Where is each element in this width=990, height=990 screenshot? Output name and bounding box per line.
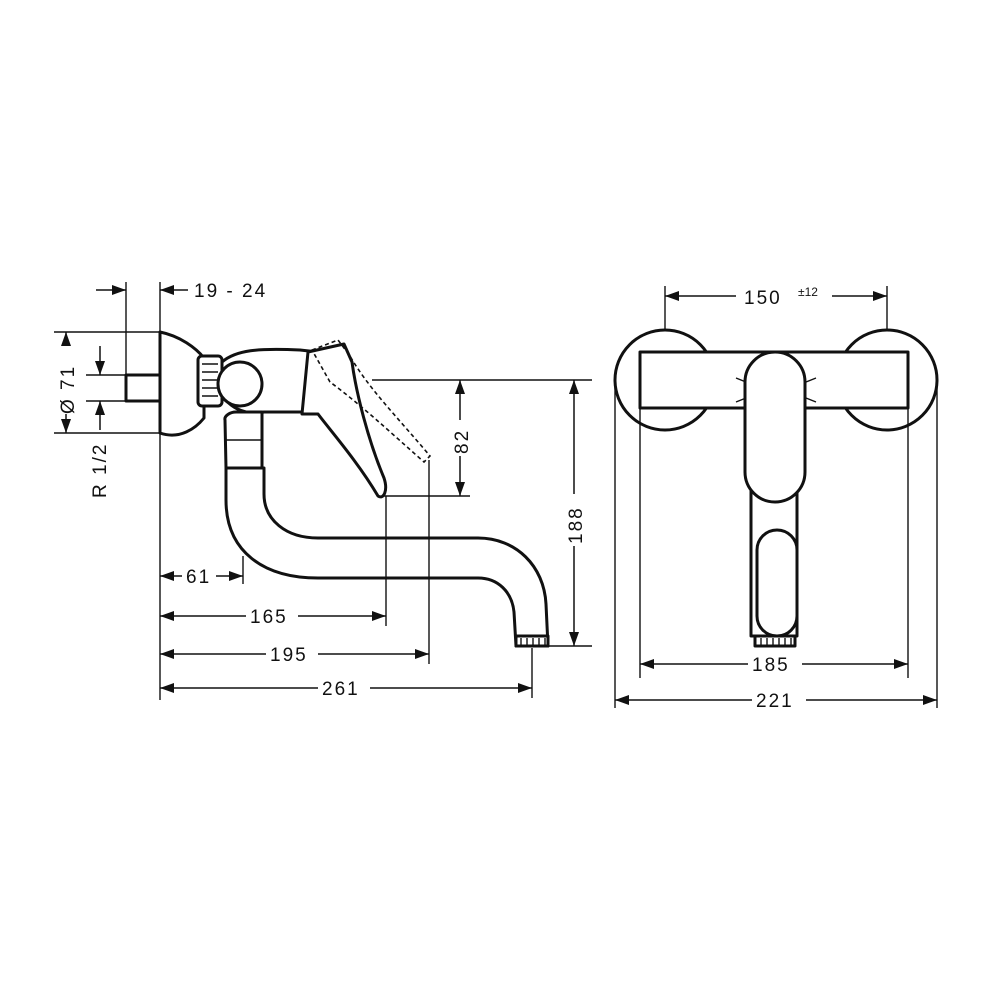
front-aerator-detail — [760, 638, 792, 646]
dim-arrow — [923, 695, 937, 705]
dim-arrow — [160, 611, 174, 621]
dim-rosette-span-text: 221 — [756, 691, 794, 712]
aerator — [514, 634, 550, 648]
dim-arrow — [61, 419, 71, 433]
dim-arrow — [160, 285, 174, 295]
front-view: 150 ±12 185 221 — [613, 282, 939, 712]
side-view: 19 - 24 Ø 71 R 1/2 82 188 61 — [54, 281, 592, 700]
lever-open-outline — [310, 339, 432, 464]
dim-arrow — [455, 380, 465, 394]
dim-wall-gap-text: 19 - 24 — [194, 281, 267, 302]
dim-arrow — [112, 285, 126, 295]
dim-arrow — [229, 571, 243, 581]
dim-arrow — [95, 361, 105, 375]
dim-arrow — [61, 332, 71, 346]
dim-arrow — [640, 659, 654, 669]
front-lever-hinge — [735, 377, 817, 403]
front-lever — [743, 350, 807, 504]
dim-arrow — [415, 649, 429, 659]
body-cap — [216, 360, 264, 408]
dim-lever-reach-text: 165 — [250, 607, 288, 628]
dim-arrow — [518, 683, 532, 693]
dim-arrow — [95, 401, 105, 415]
dim-arrow — [569, 632, 579, 646]
dim-connection-tolerance-text: ±12 — [798, 285, 818, 299]
lever-handle — [300, 342, 388, 499]
dim-arrow — [615, 695, 629, 705]
nut-thread — [202, 363, 218, 397]
aerator-detail — [520, 638, 546, 646]
dim-body-width-text: 185 — [752, 655, 790, 676]
dim-joint-offset-text: 61 — [186, 567, 211, 588]
dim-arrow — [665, 291, 679, 301]
dim-arrow — [894, 659, 908, 669]
dim-arrow — [160, 683, 174, 693]
dim-arrow — [372, 611, 386, 621]
dim-connection-spacing-text: 150 — [744, 288, 782, 309]
dim-lever-height-text: 82 — [452, 429, 473, 454]
dim-thread-text: R 1/2 — [90, 443, 111, 498]
dim-arrow — [455, 482, 465, 496]
dim-rosette-text: Ø 71 — [58, 365, 79, 414]
dim-lever-open-reach-text: 195 — [270, 645, 308, 666]
dim-arrow — [160, 649, 174, 659]
front-spout-curve — [755, 528, 799, 638]
front-aerator — [753, 634, 797, 648]
wall-pipe — [124, 373, 162, 403]
dim-total-height-text: 188 — [566, 506, 587, 544]
dim-arrow — [569, 380, 579, 394]
dim-arrow — [160, 571, 174, 581]
dim-arrow — [873, 291, 887, 301]
rosette — [158, 330, 206, 437]
dim-spout-reach-text: 261 — [322, 679, 360, 700]
